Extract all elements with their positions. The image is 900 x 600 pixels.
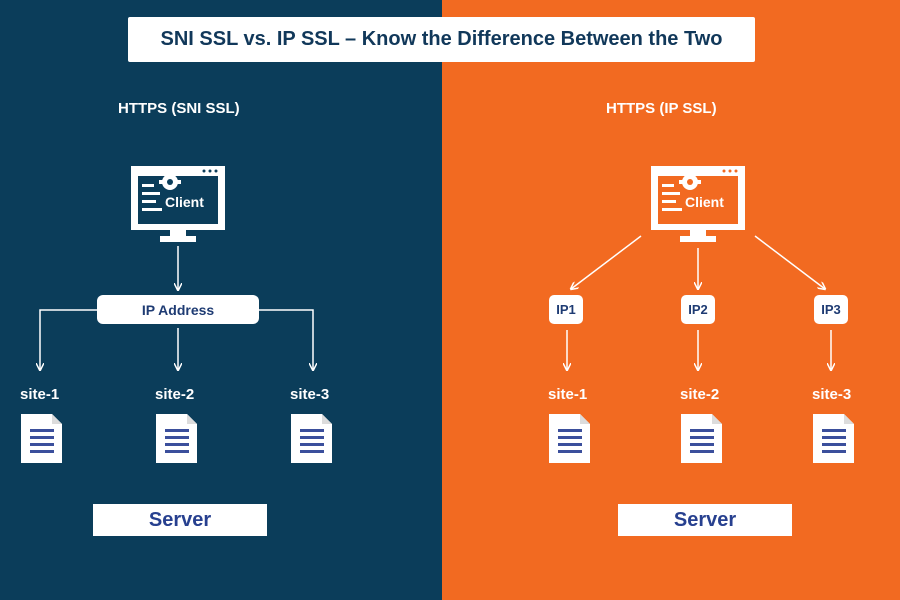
right-ip3-box: IP3 [814,295,848,324]
right-site2-label: site-2 [680,386,720,403]
right-site2-document-icon [681,414,722,463]
right-ip1-box: IP1 [549,295,583,324]
left-site3-label: site-3 [290,386,330,403]
left-ip-address-box: IP Address [97,295,259,324]
left-site2-document-icon [156,414,197,463]
left-site3-document-icon [291,414,332,463]
left-site2-label: site-2 [155,386,195,403]
right-site3-label: site-3 [812,386,852,403]
left-client-monitor-icon: Client [131,166,225,242]
right-gear-icon [679,171,701,190]
left-gear-icon [159,171,181,190]
right-arrow-client-to-ip3 [754,235,825,289]
right-arrow-client-to-ip1 [571,235,642,289]
left-heading: HTTPS (SNI SSL) [118,100,240,117]
page-title: SNI SSL vs. IP SSL – Know the Difference… [128,17,755,62]
left-arrow-site3 [259,309,313,370]
right-client-monitor-icon: Client [651,166,745,242]
left-site1-document-icon [21,414,62,463]
right-site1-label: site-1 [548,386,588,403]
right-ip2-box: IP2 [681,295,715,324]
right-client-label: Client [685,194,724,210]
right-server-box: Server [618,504,792,536]
right-heading: HTTPS (IP SSL) [606,100,717,117]
left-arrow-site1 [40,309,97,370]
left-client-label: Client [165,194,204,210]
left-site1-label: site-1 [20,386,60,403]
right-site3-document-icon [813,414,854,463]
right-site1-document-icon [549,414,590,463]
left-server-box: Server [93,504,267,536]
